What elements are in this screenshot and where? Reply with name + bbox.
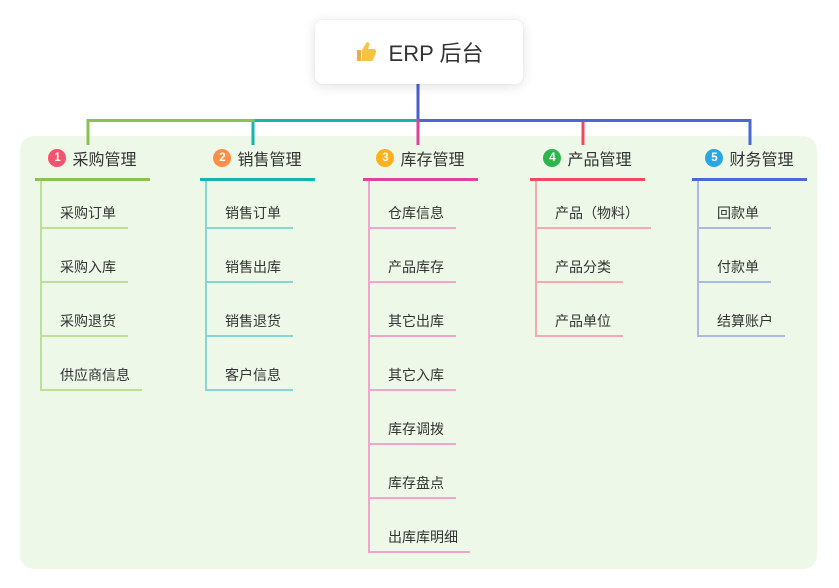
branch-title-label: 销售管理 [237, 152, 302, 169]
root-node-label: ERP 后台 [388, 41, 484, 66]
root-node[interactable]: ERP 后台 [315, 20, 523, 84]
branch-column: 3 库存管理仓库信息产品库存其它出库其它入库库存调拨库存盘点出库库明细 [363, 146, 478, 553]
branch-number-badge: 5 [705, 149, 724, 167]
child-node[interactable]: 产品（物料） [537, 181, 651, 229]
child-node[interactable]: 仓库信息 [370, 181, 456, 229]
child-node[interactable]: 采购入库 [42, 229, 128, 283]
child-node[interactable]: 出库库明细 [370, 499, 470, 553]
child-node[interactable]: 采购退货 [42, 283, 128, 337]
branch-column: 4 产品管理产品（物料）产品分类产品单位 [530, 146, 651, 337]
branch-column: 5 财务管理回款单付款单结算账户 [692, 146, 807, 337]
branch-children: 仓库信息产品库存其它出库其它入库库存调拨库存盘点出库库明细 [368, 181, 478, 553]
branch-column: 2 销售管理销售订单销售出库销售退货客户信息 [200, 146, 315, 391]
branch-children: 回款单付款单结算账户 [697, 181, 807, 337]
branch-number-badge: 2 [213, 149, 232, 167]
branch-title[interactable]: 5 财务管理 [692, 146, 807, 181]
child-node[interactable]: 回款单 [699, 181, 771, 229]
branch-children: 产品（物料）产品分类产品单位 [535, 181, 651, 337]
branch-children: 销售订单销售出库销售退货客户信息 [205, 181, 315, 391]
child-node[interactable]: 产品分类 [537, 229, 623, 283]
branch-title-label: 财务管理 [729, 152, 794, 169]
child-node[interactable]: 采购订单 [42, 181, 128, 229]
child-node[interactable]: 库存盘点 [370, 445, 456, 499]
branch-number-badge: 3 [376, 149, 395, 167]
branch-title[interactable]: 2 销售管理 [200, 146, 315, 181]
child-node[interactable]: 销售退货 [207, 283, 293, 337]
child-node[interactable]: 供应商信息 [42, 337, 142, 391]
branch-number-badge: 4 [543, 149, 562, 167]
child-node[interactable]: 销售订单 [207, 181, 293, 229]
child-node[interactable]: 产品单位 [537, 283, 623, 337]
child-node[interactable]: 库存调拨 [370, 391, 456, 445]
branch-title[interactable]: 3 库存管理 [363, 146, 478, 181]
branch-number-badge: 1 [48, 149, 67, 167]
child-node[interactable]: 销售出库 [207, 229, 293, 283]
child-node[interactable]: 其它入库 [370, 337, 456, 391]
branch-title-label: 库存管理 [400, 152, 465, 169]
child-node[interactable]: 产品库存 [370, 229, 456, 283]
child-node[interactable]: 其它出库 [370, 283, 456, 337]
child-node[interactable]: 结算账户 [699, 283, 785, 337]
child-node[interactable]: 付款单 [699, 229, 771, 283]
child-node[interactable]: 客户信息 [207, 337, 293, 391]
thumbs-up-icon [355, 40, 379, 64]
branch-title[interactable]: 4 产品管理 [530, 146, 645, 181]
branches-panel [20, 136, 817, 569]
branch-column: 1 采购管理采购订单采购入库采购退货供应商信息 [35, 146, 150, 391]
branch-title-label: 产品管理 [567, 152, 632, 169]
branch-title-label: 采购管理 [72, 152, 137, 169]
branch-children: 采购订单采购入库采购退货供应商信息 [40, 181, 150, 391]
branch-title[interactable]: 1 采购管理 [35, 146, 150, 181]
